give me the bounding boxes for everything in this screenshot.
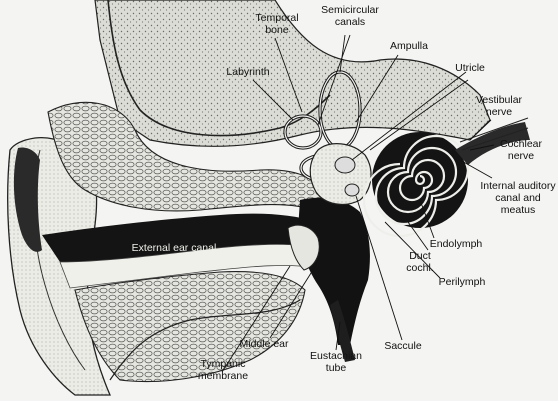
label-utricle: Utricle (450, 62, 490, 74)
middle-ear-cavity (298, 198, 370, 345)
label-line: Ampulla (386, 40, 432, 52)
label-line: Duct (404, 250, 436, 262)
label-line: Internal auditory (478, 180, 558, 192)
label-line: Cochlear (494, 138, 548, 150)
label-line: meatus (478, 204, 558, 216)
label-saccule: Saccule (380, 340, 426, 352)
label-cochlear-nerve: Cochlear nerve (494, 138, 548, 162)
label-line: nerve (494, 150, 548, 162)
cochlea (364, 132, 468, 236)
label-line: Saccule (380, 340, 426, 352)
label-line: Tympanic (196, 358, 250, 370)
label-line: bone (254, 24, 300, 36)
label-line: Middle ear (234, 338, 294, 350)
label-duct-cochl: Duct cochl. (404, 250, 436, 274)
label-line: Eustachian (308, 350, 364, 362)
canal-floor-tissue (75, 272, 305, 382)
label-line: membrane (196, 370, 250, 382)
label-line: Perilymph (434, 276, 490, 288)
label-line: tube (308, 362, 364, 374)
label-line: canals (318, 16, 382, 28)
label-line: Labyrinth (222, 66, 274, 78)
label-internal-auditory-canal: Internal auditory canal and meatus (478, 180, 558, 216)
label-line: nerve (470, 106, 528, 118)
label-line: Semicircular (318, 4, 382, 16)
label-labyrinth: Labyrinth (222, 66, 274, 78)
label-tympanic-membrane: Tympanic membrane (196, 358, 250, 382)
label-external-ear-canal: External ear canal (122, 242, 226, 254)
label-line: Temporal (254, 12, 300, 24)
label-eustachian-tube: Eustachian tube (308, 350, 364, 374)
label-ampulla: Ampulla (386, 40, 432, 52)
label-line: Vestibular (470, 94, 528, 106)
label-temporal-bone: Temporal bone (254, 12, 300, 36)
label-line: cochl. (404, 262, 436, 274)
label-line: Utricle (450, 62, 490, 74)
label-middle-ear: Middle ear (234, 338, 294, 350)
label-line: canal and (478, 192, 558, 204)
label-line: Endolymph (428, 238, 484, 250)
label-perilymph: Perilymph (434, 276, 490, 288)
label-semicircular-canals: Semicircular canals (318, 4, 382, 28)
utricle-shape (335, 157, 355, 173)
label-vestibular-nerve: Vestibular nerve (470, 94, 528, 118)
label-endolymph: Endolymph (428, 238, 484, 250)
label-line: External ear canal (122, 242, 226, 254)
saccule-shape (345, 184, 359, 196)
